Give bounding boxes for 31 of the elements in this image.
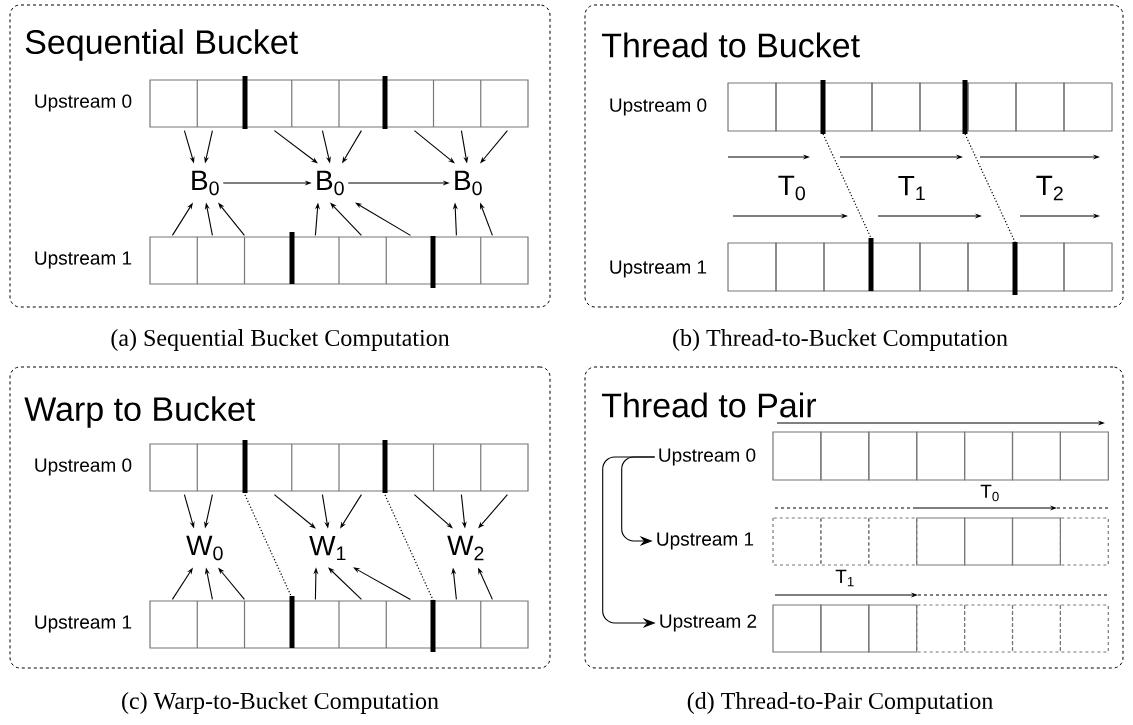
bucket-label: B$_{0}$ xyxy=(192,170,219,196)
bucket-label: W$_{0}$ xyxy=(186,535,223,561)
bucket-label: B$_{0}$ xyxy=(317,170,344,196)
stream-label: Upstream 0 xyxy=(35,94,132,112)
figure-caption: (b) Thread-to-Bucket Computation xyxy=(673,329,1008,351)
figure-caption: (c) Warp-to-Bucket Computation xyxy=(122,692,439,714)
thread-label: T$_{1}$ xyxy=(898,175,925,201)
stream-label: Upstream 0 xyxy=(659,448,756,466)
arrow xyxy=(413,130,455,164)
thread-label: T$_{0}$ xyxy=(778,175,805,201)
stream-label: Upstream 0 xyxy=(35,458,132,476)
figure-caption: (a) Sequential Bucket Computation xyxy=(111,329,450,351)
stream-label: Upstream 1 xyxy=(35,615,132,633)
arrow xyxy=(355,202,411,236)
figure-caption: (d) Thread-to-Pair Computation xyxy=(687,692,993,714)
arrow xyxy=(328,567,362,600)
stream-label: Upstream 1 xyxy=(35,251,132,269)
arrow xyxy=(353,567,411,600)
arrow xyxy=(273,494,316,529)
arrow xyxy=(413,494,453,529)
thread-label: T$_{1}$ xyxy=(835,569,854,587)
bucket-label: W$_{1}$ xyxy=(309,535,346,561)
bucket-label: W$_{2}$ xyxy=(447,535,484,561)
thread-label: T$_{0}$ xyxy=(980,484,999,502)
bucket-label: B$_{0}$ xyxy=(455,170,482,196)
thread-label: T$_{2}$ xyxy=(1036,175,1063,201)
stream-label: Upstream 1 xyxy=(610,260,707,278)
stream-label: Upstream 2 xyxy=(660,614,757,632)
stream-label: Upstream 1 xyxy=(657,532,754,550)
arrow xyxy=(273,130,318,164)
stream-label: Upstream 0 xyxy=(610,98,707,116)
